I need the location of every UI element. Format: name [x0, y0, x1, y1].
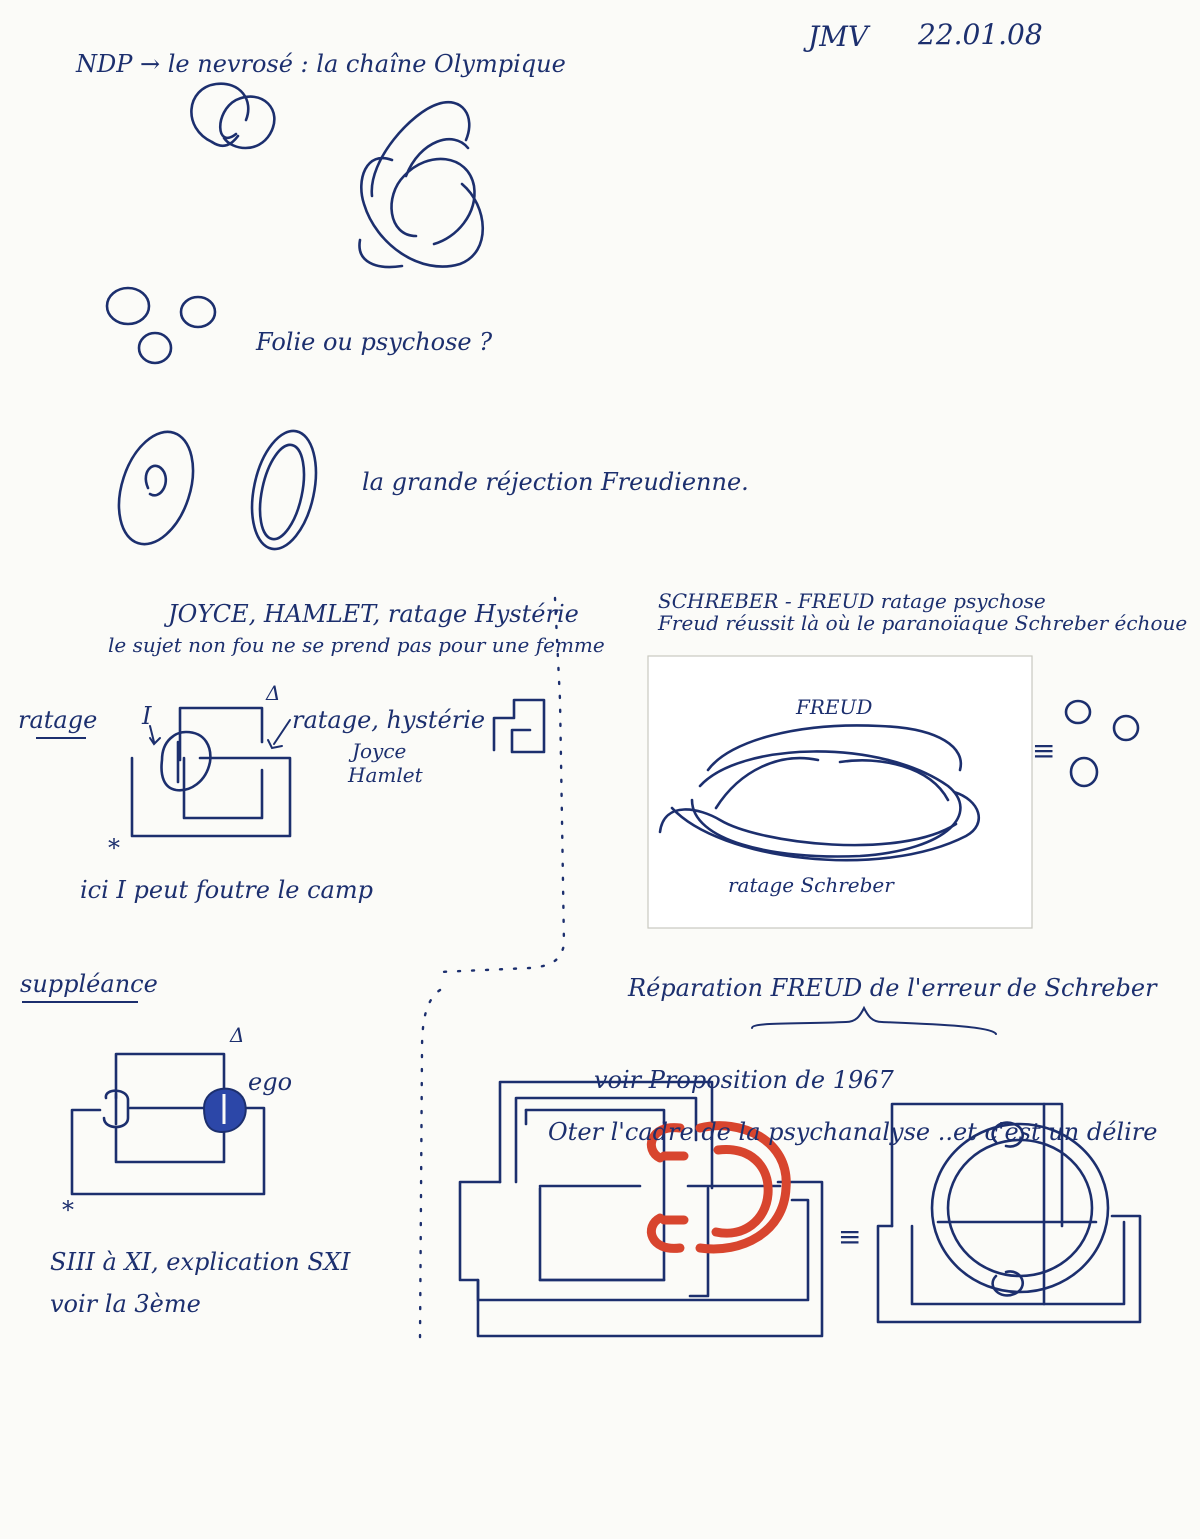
schreber-inner-caption: ratage Schreber [728, 873, 895, 897]
ego-label: ego [248, 1068, 292, 1096]
schreber-ring-diagram [658, 724, 980, 862]
suppleance-note-line2: voir la 3ème [50, 1290, 201, 1318]
suppleance-title: suppléance [20, 970, 158, 998]
ratage-side-label: ratage [18, 706, 97, 734]
schreber-inner-freud: FREUD [795, 695, 872, 719]
schreber-figure-frame [647, 655, 1033, 929]
reparation-red-ring [646, 1121, 791, 1254]
symbol-delta: Δ [265, 681, 280, 705]
hysteria-knot-diagram [130, 706, 292, 838]
reparation-brace [751, 1005, 997, 1035]
trefoil-knot-drawing [358, 101, 484, 269]
schreber-title-line2: Freud réussit là où le paranoïaque Schre… [657, 611, 1187, 635]
dotted-separator-lower [418, 988, 442, 1342]
reparation-equals: ≡ [838, 1220, 861, 1253]
schreber-title-line1: SCHREBER - FREUD ratage psychose [658, 589, 1046, 613]
date: 22.01.08 [917, 18, 1043, 51]
small-knot-drawing [190, 82, 276, 150]
suppleance-note-line1: SIII à XI, explication SXI [50, 1248, 351, 1276]
hysteria-bottom-caption: ici I peut foutre le camp [80, 876, 373, 904]
schreber-equals: ≡ [1032, 734, 1055, 767]
three-free-rings [105, 286, 217, 365]
freudian-caption: la grande réjection Freudienne. [362, 468, 749, 496]
hysteria-arrow-label-line3: Hamlet [347, 763, 424, 787]
dotted-separator-right [438, 596, 566, 974]
symbol-I: I [141, 702, 152, 730]
hysteria-arrow-label-line1: ratage, hystérie [292, 706, 485, 734]
suppleance-knot-diagram [70, 1052, 266, 1196]
suppleance-star: * [62, 1196, 74, 1224]
olympic-chain-title: NDP → le nevrosé : la chaîne Olympique [75, 50, 566, 78]
author-initials: JMV [803, 20, 871, 53]
hysteria-arrow-label-line2: Joyce [348, 739, 406, 763]
suppleance-delta: Δ [229, 1023, 244, 1047]
symbol-star: * [108, 834, 120, 862]
folie-question: Folie ou psychose ? [255, 328, 492, 356]
hysteria-title-line2: le sujet non fou ne se prend pas pour un… [108, 633, 605, 657]
bottom-oter-note: Oter l'cadre de la psychanalyse ..et c'e… [548, 1118, 1157, 1146]
bottom-proposition-note: voir Proposition de 1967 [594, 1066, 895, 1094]
reparation-left-knot [458, 1080, 824, 1338]
freudian-rings-drawing [117, 429, 318, 551]
reparation-title: Réparation FREUD de l'erreur de Schreber [627, 974, 1158, 1002]
square-spiral-glyph [492, 698, 546, 754]
hysteria-title-line1: JOYCE, HAMLET, ratage Hystérie [163, 600, 579, 628]
schreber-free-rings [1064, 699, 1140, 788]
reparation-right-knot [876, 1102, 1142, 1324]
